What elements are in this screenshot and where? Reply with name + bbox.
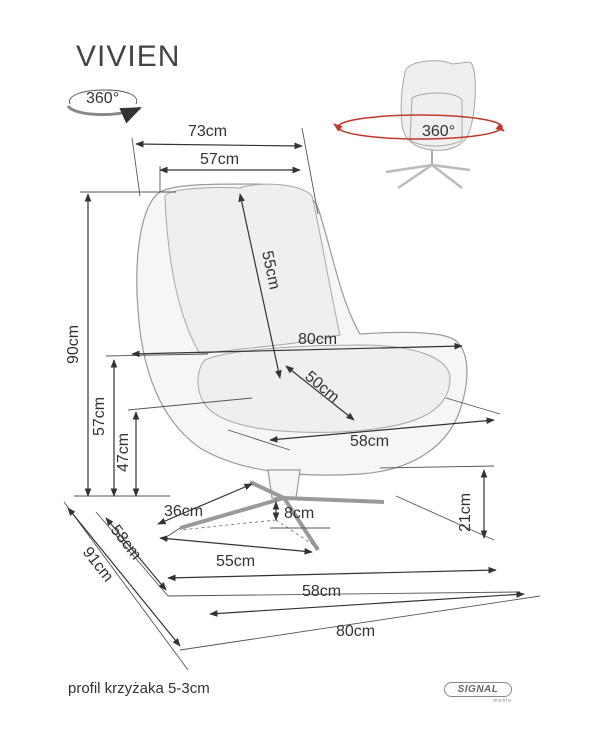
brand-logo-text: SIGNAL: [444, 682, 512, 697]
dim-base-58-bottom: 58cm: [302, 583, 341, 600]
rotation-360-icon: 360°: [66, 89, 142, 124]
dim-seat-low-height: 47cm: [115, 433, 132, 472]
dim-seat-inner-width: 58cm: [350, 433, 389, 450]
dim-total-width: 80cm: [336, 623, 375, 640]
dim-seat-height: 57cm: [91, 397, 108, 436]
thumb-rotation-label: 360°: [422, 123, 455, 140]
dim-base-58-side: 58cm: [107, 522, 144, 563]
brand-logo: SIGNAL meble: [444, 682, 512, 704]
dim-base-55: 55cm: [216, 553, 255, 570]
rotation-icon-label: 360°: [86, 90, 119, 107]
brand-logo-sub: meble: [493, 698, 512, 704]
product-title: VIVIEN: [76, 40, 181, 73]
chair-thumbnail: 360°: [333, 60, 505, 190]
dim-back-width-top: 73cm: [188, 123, 227, 140]
dimension-labels: 73cm 57cm 55cm 90cm 57cm 47cm 80cm 50cm …: [65, 123, 474, 640]
dim-base-36: 36cm: [164, 503, 203, 520]
dim-seat-width: 80cm: [298, 331, 337, 348]
dim-base-8: 8cm: [284, 505, 314, 522]
cross-base-profile-caption: profil krzyżaka 5-3cm: [68, 680, 210, 697]
dim-base-21: 21cm: [457, 493, 474, 532]
dimension-arrows: [67, 140, 525, 647]
dim-back-width-inner: 57cm: [200, 151, 239, 168]
dim-total-height: 90cm: [65, 325, 82, 364]
chair-main: [136, 183, 468, 552]
